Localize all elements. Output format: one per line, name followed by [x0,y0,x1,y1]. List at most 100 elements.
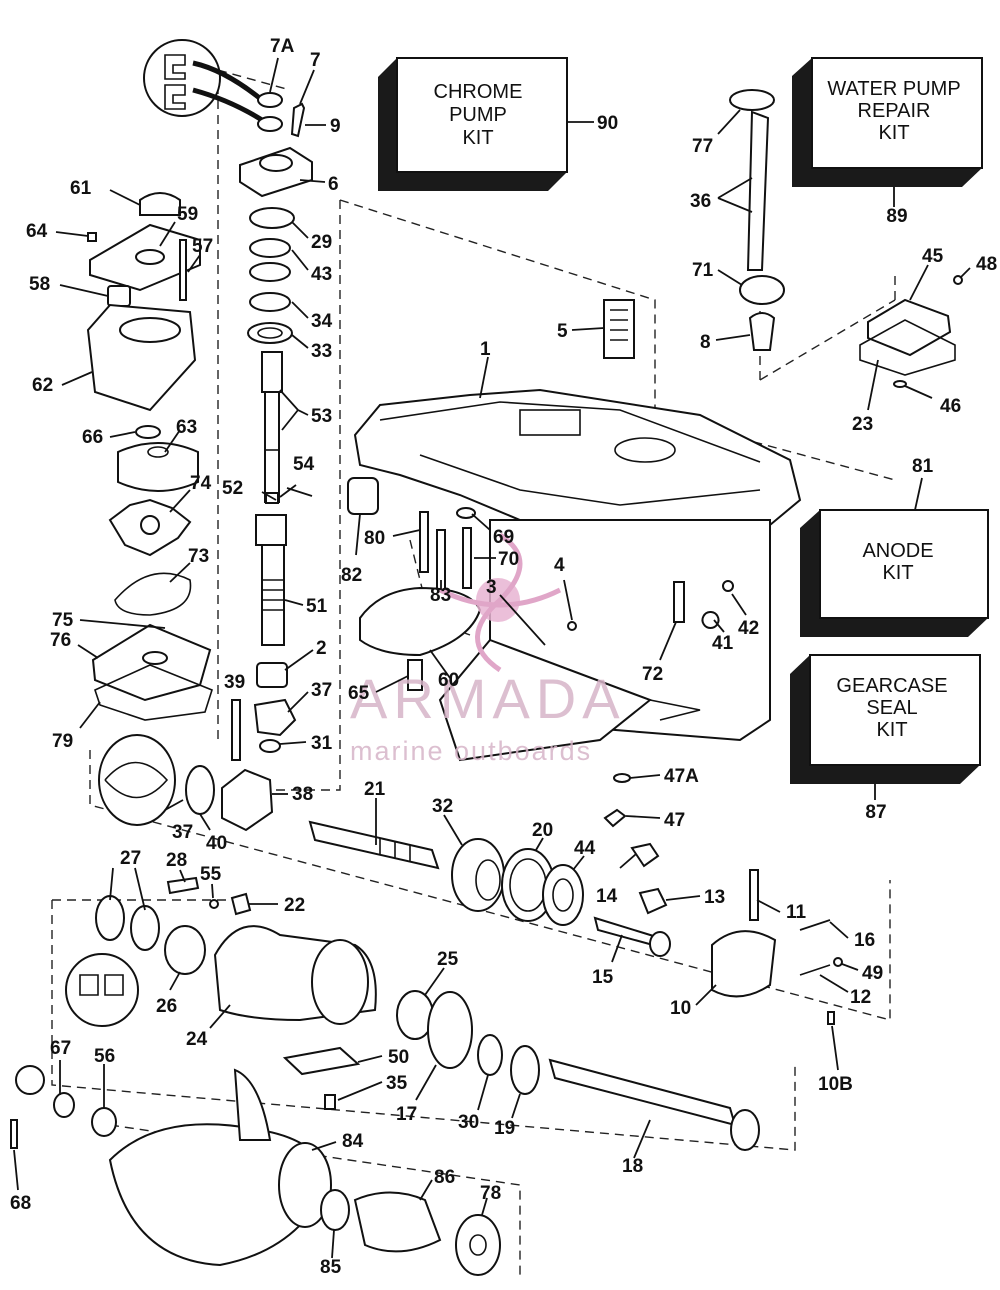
callout-25: 25 [437,949,459,970]
callout-85: 85 [320,1257,342,1278]
callout-54: 54 [293,454,315,475]
callout-47: 47 [664,810,685,831]
callout-23: 23 [852,414,873,435]
callout-65: 65 [348,683,370,704]
callout-35: 35 [386,1073,408,1094]
callout-44: 44 [574,838,596,859]
callout-36: 36 [690,191,711,212]
callout-61: 61 [70,178,92,199]
kit-ref-number: 87 [865,802,886,823]
parts-drawings [10,39,963,1276]
callout-16: 16 [854,930,875,951]
kit-label-line: REPAIR [858,100,931,122]
leader-lines [13,57,971,1259]
callout-70: 70 [498,549,519,570]
callout-59: 59 [177,204,198,225]
watermark-tagline: marine outboards [350,736,592,766]
callout-10B: 10B [818,1074,853,1095]
callout-66: 66 [82,427,103,448]
kit-label-line: CHROME [434,81,523,103]
callout-51: 51 [306,596,328,617]
callout-6: 6 [328,174,339,195]
callout-33: 33 [311,341,332,362]
kit-label-line: KIT [878,122,909,144]
callout-31: 31 [311,733,333,754]
callout-84: 84 [342,1131,364,1152]
callout-22: 22 [284,895,305,916]
callout-30: 30 [458,1112,479,1133]
callout-4: 4 [554,555,565,576]
callout-24: 24 [186,1029,208,1050]
callout-58: 58 [29,274,50,295]
callout-15: 15 [592,967,614,988]
callout-80: 80 [364,528,385,549]
callout-1: 1 [480,339,491,360]
callout-11: 11 [786,902,807,923]
kit-label-line: KIT [876,719,907,741]
callout-7A: 7A [270,36,295,57]
callout-72: 72 [642,664,663,685]
kit-label-line: GEARCASE [836,675,947,697]
callout-17: 17 [396,1104,417,1125]
callout-49: 49 [862,963,883,984]
callout-39: 39 [224,672,245,693]
callout-13: 13 [704,887,725,908]
callout-labels: 7A 7 9 6 29 43 34 33 53 54 52 51 2 37 31… [10,36,997,1278]
callout-38: 38 [292,784,313,805]
callout-26: 26 [156,996,177,1017]
callout-69: 69 [493,527,514,548]
callout-32: 32 [432,796,453,817]
callout-40: 40 [206,833,227,854]
callout-76: 76 [50,630,71,651]
callout-3: 3 [486,577,497,598]
callout-82: 82 [341,565,362,586]
callout-68: 68 [10,1193,31,1214]
callout-21: 21 [364,779,386,800]
callout-52: 52 [222,478,243,499]
callout-29: 29 [311,232,332,253]
kit-label-line: WATER PUMP [827,78,960,100]
callout-19: 19 [494,1118,515,1139]
kit-box-water-pump-repair: WATER PUMP REPAIR KIT 89 [792,57,983,227]
kit-box-anode: ANODE KIT 81 [800,456,989,637]
callout-43: 43 [311,264,332,285]
callout-12: 12 [850,987,871,1008]
callout-45: 45 [922,246,944,267]
watermark-brand: ARMADA [350,667,626,730]
kit-ref-number: 81 [912,456,934,477]
callout-60: 60 [438,670,459,691]
callout-10: 10 [670,998,691,1019]
armada-watermark: ARMADA marine outboards [350,532,626,766]
kit-label-line: SEAL [866,697,917,719]
callout-77: 77 [692,136,713,157]
callout-48: 48 [976,254,997,275]
callout-34: 34 [311,311,333,332]
callout-64: 64 [26,221,48,242]
callout-83: 83 [430,585,451,606]
callout-67: 67 [50,1038,71,1059]
kit-ref-number: 90 [597,113,618,134]
callout-46: 46 [940,396,961,417]
kit-box-chrome-pump: CHROME PUMP KIT 90 [378,57,618,191]
callout-27: 27 [120,848,141,869]
callout-7: 7 [310,50,321,71]
callout-53: 53 [311,406,332,427]
kit-box-gearcase-seal: GEARCASE SEAL KIT 87 [790,654,981,823]
callout-8: 8 [700,332,711,353]
callout-41: 41 [712,633,734,654]
callout-50: 50 [388,1047,409,1068]
callout-56: 56 [94,1046,115,1067]
callout-28: 28 [166,850,187,871]
callout-73: 73 [188,546,209,567]
callout-75: 75 [52,610,74,631]
callout-78: 78 [480,1183,501,1204]
callout-18: 18 [622,1156,643,1177]
callout-57: 57 [192,236,213,257]
callout-2: 2 [316,638,327,659]
callout-42: 42 [738,618,759,639]
kit-label-line: KIT [882,562,913,584]
kit-label-line: ANODE [862,540,933,562]
kit-label-line: KIT [462,127,493,149]
callout-20: 20 [532,820,553,841]
